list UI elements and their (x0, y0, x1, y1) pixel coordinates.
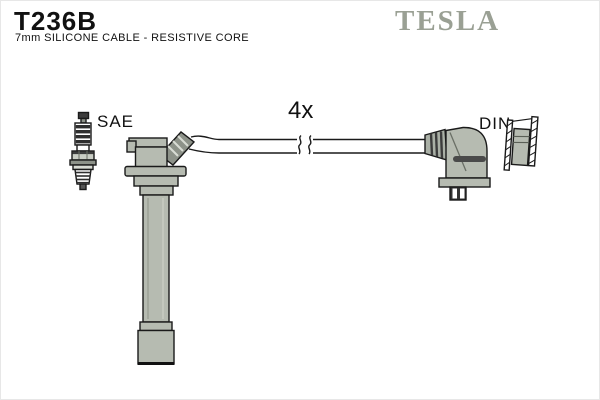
coil-boot (424, 126, 491, 201)
din-label: DIN (479, 114, 512, 133)
sae-label: SAE (97, 112, 135, 131)
spark-plug-icon (69, 111, 97, 191)
part-description: 7mm SILICONE CABLE - RESISTIVE CORE (15, 32, 250, 44)
cable-quantity-label: 4x (288, 97, 314, 124)
part-number: T236B (14, 6, 98, 36)
cable-break-icon (298, 134, 312, 155)
tesla-logo: TESLA (395, 5, 501, 37)
spark-plug-boot (124, 131, 196, 365)
ignition-cable (188, 134, 427, 155)
din-terminal-cutaway (503, 115, 539, 171)
